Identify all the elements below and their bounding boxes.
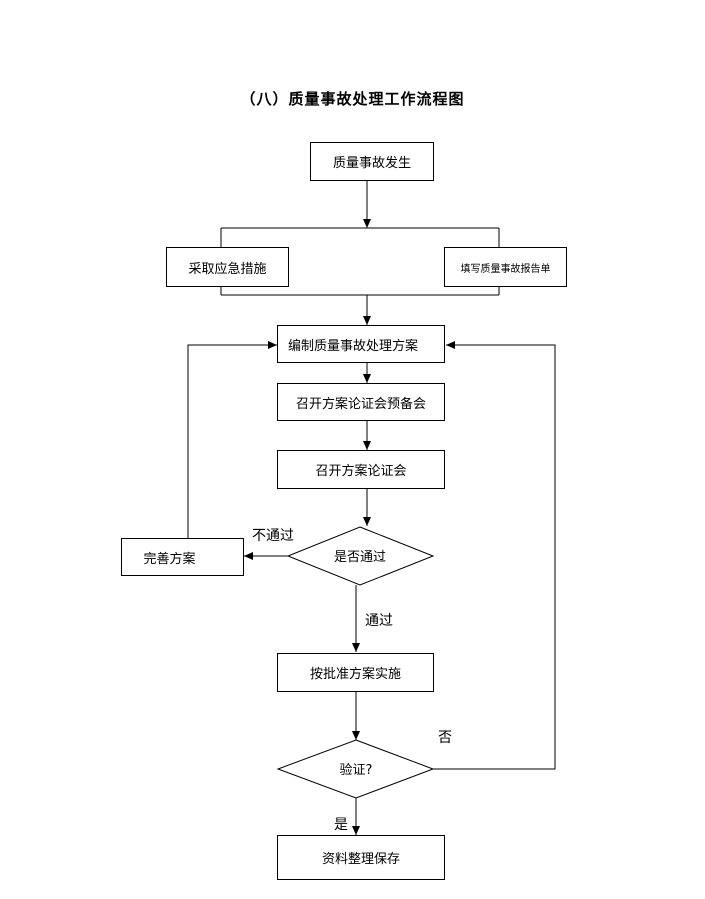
node-premeeting: 召开方案论证会预备会 xyxy=(277,383,445,421)
node-report: 填写质量事故报告单 xyxy=(444,247,567,287)
connector-improve-loop xyxy=(187,341,277,538)
node-archive: 资料整理保存 xyxy=(277,835,445,880)
edge-label-yes: 是 xyxy=(334,817,348,833)
verify-diamond xyxy=(276,739,435,799)
node-implement: 按批准方案实施 xyxy=(277,653,434,692)
node-improve: 完善方案 xyxy=(121,538,244,576)
edge-label-no: 否 xyxy=(438,730,452,746)
node-emergency: 采取应急措施 xyxy=(166,247,289,287)
node-occur: 质量事故发生 xyxy=(310,142,434,181)
decision-pass-diamond xyxy=(286,526,435,586)
verify-label: 验证? xyxy=(339,763,373,778)
node-plan: 编制质量事故处理方案 xyxy=(277,325,445,363)
edge-label-pass: 通过 xyxy=(365,613,393,629)
connector-verify-no xyxy=(433,341,556,770)
page-title: （八）质量事故处理工作流程图 xyxy=(240,90,465,108)
edge-label-not-pass: 不通过 xyxy=(252,528,294,544)
decision-pass-label: 是否通过 xyxy=(333,550,386,565)
node-meeting: 召开方案论证会 xyxy=(277,450,445,489)
